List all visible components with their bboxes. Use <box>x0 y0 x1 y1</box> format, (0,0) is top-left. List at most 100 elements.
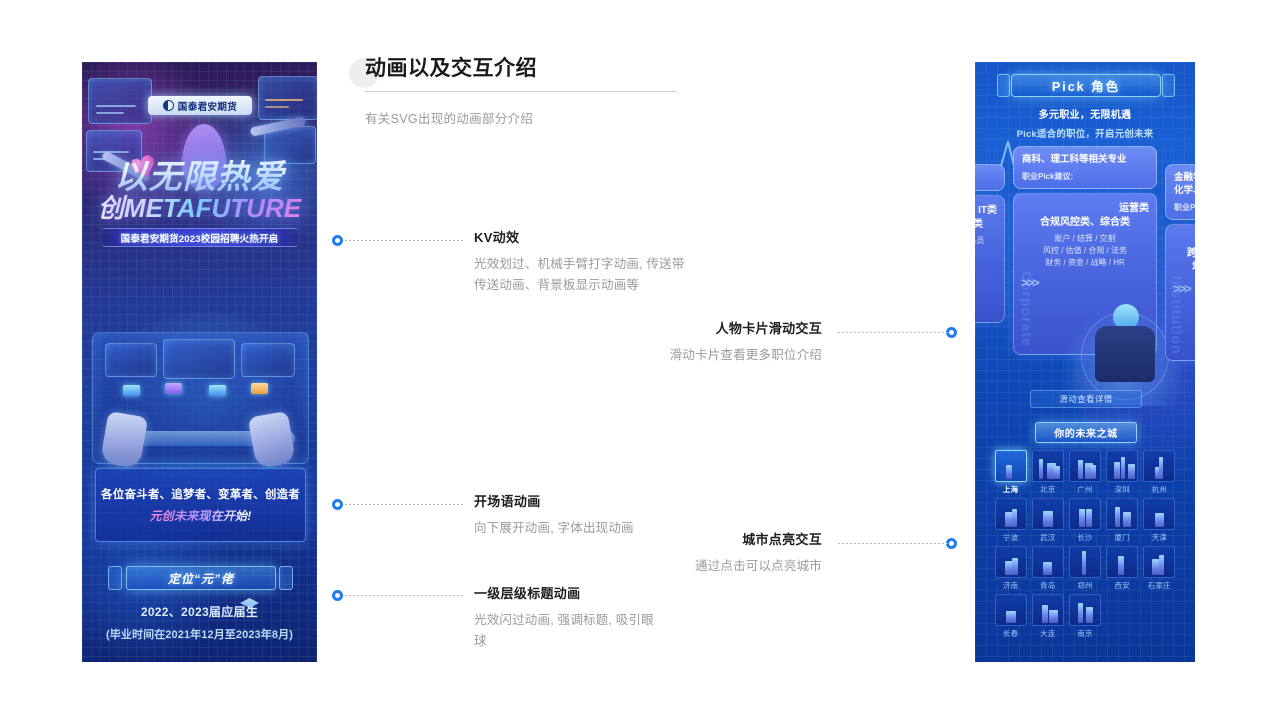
chevron-right-icon: >>> <box>1173 281 1192 296</box>
job-card-major: 金融学 化学、 <box>1174 172 1195 196</box>
city-cell[interactable]: 北京 <box>1030 450 1065 495</box>
job-card-items: 账户 / 结算 / 交割 风控 / 估值 / 合规 / 法务 财务 / 资金 /… <box>1042 234 1127 267</box>
city-cell[interactable]: 杭州 <box>1142 450 1177 495</box>
city-building-icon <box>994 594 1027 626</box>
city-cell[interactable]: 长春 <box>993 594 1028 639</box>
city-cell[interactable]: 广州 <box>1067 450 1102 495</box>
city-building-icon <box>994 450 1027 482</box>
city-label: 广州 <box>1077 485 1093 494</box>
city-section-title: 你的未来之城 <box>1035 422 1137 443</box>
city-cell[interactable]: 上海 <box>993 450 1028 495</box>
city-cell[interactable]: 深圳 <box>1105 450 1140 495</box>
city-building-icon <box>994 546 1027 578</box>
section-heading-pill[interactable]: 定位“元”佬 <box>126 566 276 590</box>
city-label: 西安 <box>1114 581 1130 590</box>
city-label: 深圳 <box>1114 485 1130 494</box>
city-building-icon <box>1143 450 1176 482</box>
brand-mark-icon <box>162 100 174 111</box>
job-card-advice-label: 职业Pick <box>1174 203 1195 212</box>
connector-dot-kv[interactable] <box>332 235 343 246</box>
header-blob-decoration <box>349 58 379 88</box>
pick-role-text: Pick 角色 <box>1051 80 1121 94</box>
connector-dot-opening[interactable] <box>332 499 343 510</box>
job-card-left[interactable]: 学、 IT类 码类 a 易员 >>> <box>975 164 1005 323</box>
city-grid[interactable]: 上海 北京 广州 深圳 杭州宁波武汉长沙 厦门 天津济南 青岛 郑州西安 石家庄长春 大连 南京 <box>993 450 1177 639</box>
connector-dot-heading[interactable] <box>332 590 343 601</box>
city-cell[interactable]: 天津 <box>1142 498 1177 543</box>
slogan-line-2: 元创未来现在开始! <box>149 509 252 523</box>
city-building-icon <box>1143 546 1176 578</box>
brand-logo: 国泰君安期货 <box>148 96 252 115</box>
annotation-title: 城市点亮交互 <box>742 532 822 547</box>
city-cell[interactable]: 青岛 <box>1030 546 1065 591</box>
job-card-carousel[interactable]: 学、 IT类 码类 a 易员 >>> 商科、理工科等相关专业 职业Pick建议:… <box>975 146 1195 406</box>
screen-panel-1 <box>88 78 152 124</box>
job-card-major: 学、 <box>975 171 996 184</box>
opening-slogan-panel: 各位奋斗者、追梦者、变革者、创造者 元创未来现在开始! <box>95 468 306 542</box>
city-cell[interactable]: 南京 <box>1067 594 1102 639</box>
city-building-icon <box>1106 546 1139 578</box>
job-card-tag-2: 跨境 场 <box>1187 248 1195 273</box>
city-label: 北京 <box>1040 485 1056 494</box>
city-cell[interactable]: 西安 <box>1105 546 1140 591</box>
kv-ribbon-text: 国泰君安期货2023校园招聘火热开启 <box>120 233 279 245</box>
annotation-title: 开场语动画 <box>474 494 541 509</box>
job-card-major-box: 商科、理工科等相关专业 职业Pick建议: <box>1013 146 1157 189</box>
slide-hint-text: 滑动查看详情 <box>1059 394 1113 404</box>
city-cell[interactable]: 郑州 <box>1067 546 1102 591</box>
pick-role-pill[interactable]: Pick 角色 <box>1011 74 1161 97</box>
city-label: 上海 <box>1002 485 1019 494</box>
job-card-major-box: 金融学 化学、 职业Pick <box>1165 164 1195 220</box>
chevron-right-icon: >>> <box>1021 275 1040 290</box>
job-card-tag-1: IT类 <box>978 205 997 216</box>
job-card-major: 商科、理工科等相关专业 <box>1022 154 1127 165</box>
kv-ribbon: 国泰君安期货2023校园招聘火热开启 <box>101 228 298 247</box>
city-label: 大连 <box>1040 629 1056 638</box>
page-header: 动画以及交互介绍 有关SVG出现的动画部分介绍 <box>349 55 679 126</box>
pick-subtitle-line-2: Pick适合的职位，开启元创未来 <box>1016 129 1154 140</box>
city-label: 济南 <box>1002 581 1019 590</box>
city-cell[interactable]: 济南 <box>993 546 1028 591</box>
job-card-advice-label: 职业Pick建议: <box>1022 172 1074 181</box>
kv-headline-line2: 创METAFUTURE <box>82 194 317 222</box>
kv-headline-line1: 以无限热爱 <box>82 160 317 193</box>
eligibility-line-1: 2022、2023届应届生 <box>140 605 259 619</box>
slide-hint-button[interactable]: 滑动查看详情 <box>1030 390 1142 408</box>
pill-cap-left <box>997 74 1010 97</box>
job-card-body: 运营类 合规风控类、综合类 账户 / 结算 / 交割 风控 / 估值 / 合规 … <box>1013 193 1181 406</box>
header-divider <box>365 91 677 92</box>
city-building-icon <box>1143 498 1176 530</box>
city-cell[interactable]: 宁波 <box>993 498 1028 543</box>
city-cell[interactable]: 厦门 <box>1105 498 1140 543</box>
screen-panel-3 <box>258 76 317 120</box>
city-building-icon <box>1031 546 1064 578</box>
eligibility-meta: 2022、2023届应届生 (毕业时间在2021年12月至2023年8月) <box>82 603 317 642</box>
city-cell[interactable]: 长沙 <box>1067 498 1102 543</box>
connector-line-heading <box>345 595 465 596</box>
job-card-right[interactable]: 金融学 化学、 职业Pick 机构/ 跨境 场 >>> Institution <box>1165 164 1195 361</box>
brand-logo-text: 国泰君安期货 <box>177 101 238 113</box>
city-cell[interactable]: 石家庄 <box>1142 546 1177 591</box>
job-card-center[interactable]: 商科、理工科等相关专业 职业Pick建议: 运营类 合规风控类、综合类 账户 /… <box>1013 146 1181 406</box>
left-poster-mockup[interactable]: 国泰君安期货 以无限热爱 创METAFUTURE 国泰君安期货2023校园招聘火… <box>82 62 317 662</box>
city-building-icon <box>1068 546 1101 578</box>
city-building-icon <box>1031 450 1064 482</box>
city-label: 长春 <box>1002 629 1019 638</box>
pill-cap-left <box>108 566 122 590</box>
city-cell[interactable]: 武汉 <box>1030 498 1065 543</box>
connector-line-kv <box>345 240 465 241</box>
city-label: 南京 <box>1077 629 1093 638</box>
annotation-desc: 滑动卡片查看更多职位介绍 <box>669 348 822 362</box>
city-cell[interactable]: 大连 <box>1030 594 1065 639</box>
job-card-items: a 易员 <box>975 236 985 245</box>
right-poster-mockup[interactable]: Pick 角色 多元职业，无限机遇 Pick适合的职位，开启元创未来 学、 IT… <box>975 62 1195 662</box>
job-card-tag-2: 合规风控类、综合类 <box>1040 217 1130 228</box>
city-label: 长沙 <box>1077 533 1093 542</box>
city-building-icon <box>1068 594 1101 626</box>
job-card-body: IT类 码类 a 易员 >>> <box>975 195 1005 323</box>
annotation-card-swipe: 人物卡片滑动交互 滑动卡片查看更多职位介绍 <box>600 319 822 366</box>
city-building-icon <box>994 498 1027 530</box>
city-label: 厦门 <box>1114 533 1130 542</box>
annotation-desc: 向下展开动画, 字体出现动画 <box>474 521 634 535</box>
city-label: 青岛 <box>1040 581 1056 590</box>
